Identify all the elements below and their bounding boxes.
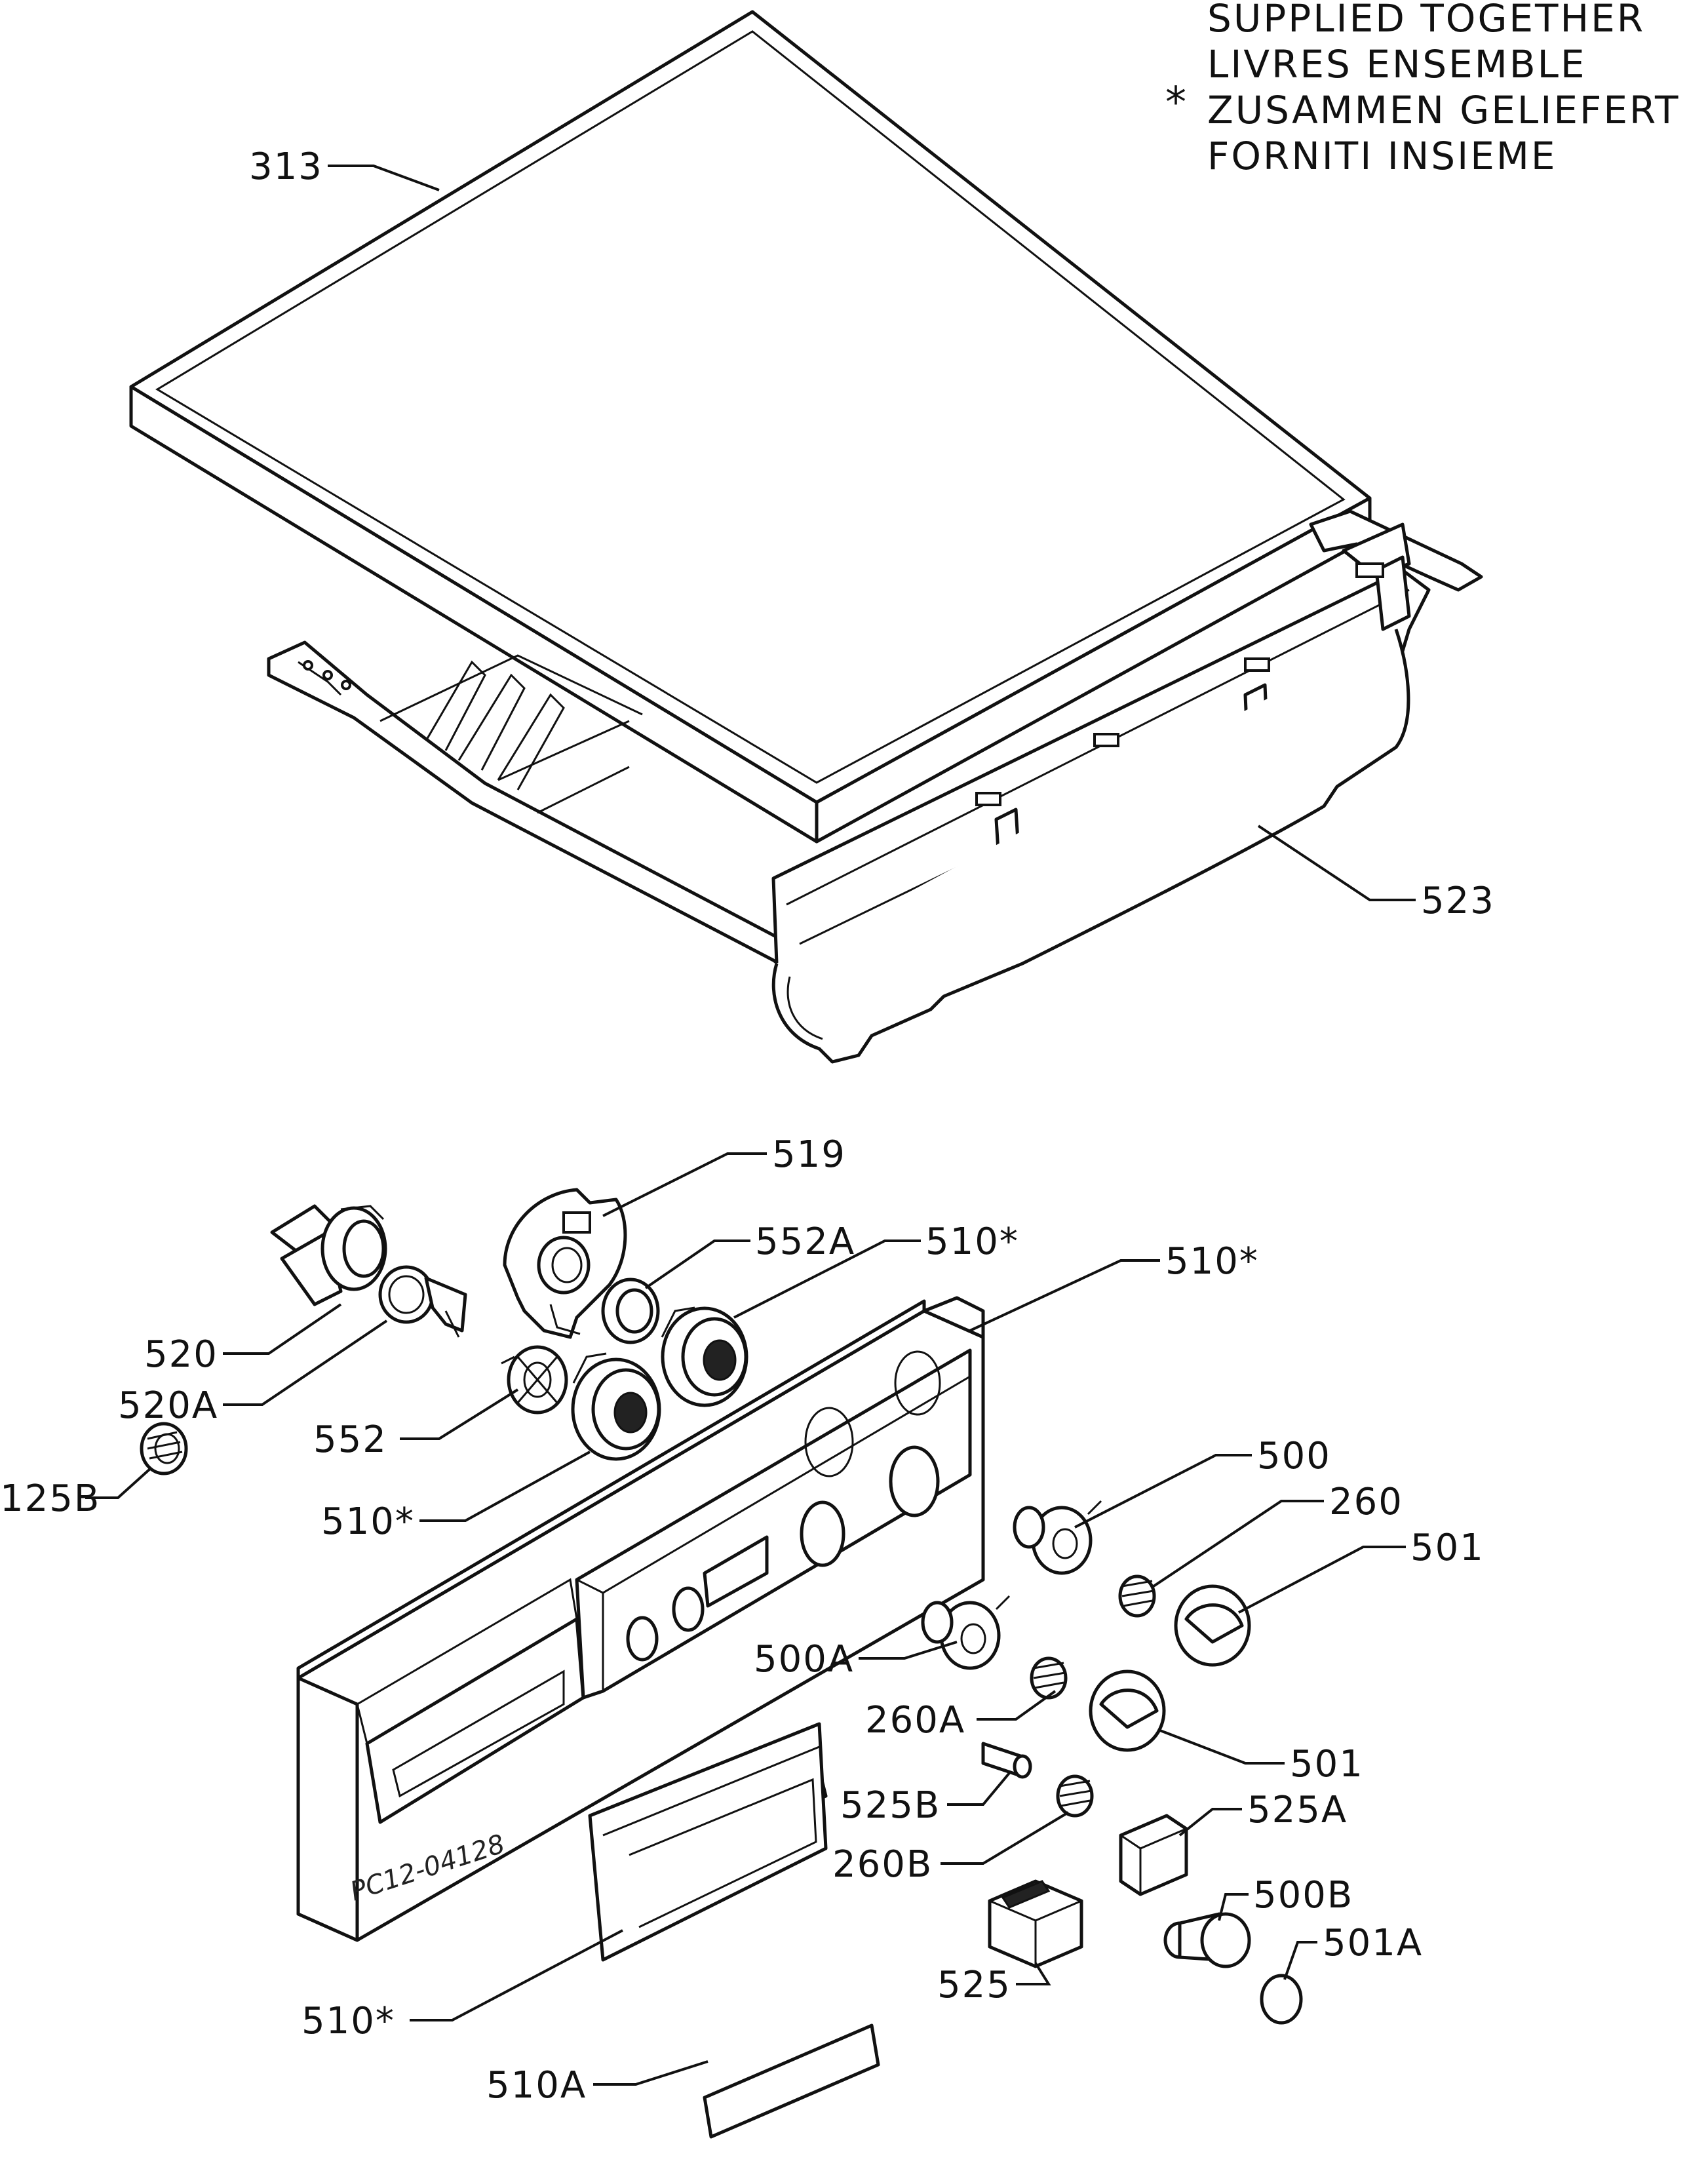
note-line-fr: LIVRES ENSEMBLE <box>1207 42 1587 87</box>
part-501A-cap <box>1260 1974 1303 2025</box>
supplied-together-note: SUPPLIED TOGETHER LIVRES ENSEMBLE ZUSAMM… <box>1165 0 1680 178</box>
callout-525A: 525A <box>1247 1789 1348 1831</box>
note-line-de: ZUSAMMEN GELIEFERT <box>1207 88 1680 132</box>
callout-520: 520 <box>144 1333 218 1376</box>
callout-510-knob-bottom: 510* <box>321 1500 415 1543</box>
part-552A-ring <box>601 1278 660 1344</box>
part-525B-pin <box>981 1742 1032 1779</box>
callout-260A: 260A <box>865 1699 965 1742</box>
callout-552A: 552A <box>755 1220 855 1263</box>
part-501-knob-upper <box>1174 1584 1251 1667</box>
note-asterisk: * <box>1165 79 1188 127</box>
part-510-knob-upper <box>661 1306 748 1407</box>
part-313-worktop <box>129 10 1372 844</box>
part-525-switch <box>988 1879 1083 1968</box>
callout-510A: 510A <box>486 2064 587 2107</box>
part-520A-pinion <box>378 1265 467 1338</box>
part-500B-plunger <box>1163 1912 1251 1968</box>
leader-lines <box>85 165 1416 2086</box>
callout-510-drawer: 510* <box>301 2000 395 2042</box>
callout-260B: 260B <box>832 1843 933 1886</box>
callout-501-bottom: 501 <box>1290 1743 1364 1786</box>
callout-510-knob-top: 510* <box>925 1220 1019 1263</box>
part-510-drawer-front <box>588 1722 828 1962</box>
part-510A-label <box>703 2023 880 2139</box>
callout-labels: 313 523 519 552A 510* 510* 520 520A 552 … <box>0 146 1495 2107</box>
part-125B-bush <box>140 1422 188 1475</box>
part-260-spring <box>1118 1574 1156 1618</box>
callout-523: 523 <box>1421 880 1495 922</box>
part-260A-spring <box>1030 1656 1068 1700</box>
callout-519: 519 <box>772 1133 846 1176</box>
callout-552: 552 <box>313 1418 387 1461</box>
part-501-knob-lower <box>1089 1669 1166 1752</box>
callout-525: 525 <box>937 1964 1011 2006</box>
callout-125B: 125B <box>0 1477 100 1520</box>
callout-500B: 500B <box>1253 1874 1353 1917</box>
callout-501A: 501A <box>1323 1922 1423 1964</box>
part-523-control-frame <box>267 509 1483 1064</box>
part-525A-button <box>1119 1814 1188 1896</box>
part-510-knob-lower <box>571 1352 661 1461</box>
callout-260: 260 <box>1329 1481 1403 1523</box>
callout-525B: 525B <box>840 1784 941 1827</box>
callout-313: 313 <box>249 146 323 188</box>
part-520-bracket <box>270 1204 387 1306</box>
part-500-selector <box>1013 1500 1102 1575</box>
callout-501-top: 501 <box>1410 1527 1485 1569</box>
callout-520A: 520A <box>118 1384 218 1427</box>
part-519-cam-plate <box>503 1188 627 1339</box>
callout-500A: 500A <box>754 1638 854 1681</box>
callout-510-panel: 510* <box>1165 1240 1259 1283</box>
note-line-en: SUPPLIED TOGETHER <box>1207 0 1645 41</box>
part-510-control-panel: PC12-04128 <box>296 1296 985 1942</box>
callout-500: 500 <box>1257 1435 1331 1477</box>
part-500A-selector <box>921 1595 1011 1670</box>
part-260B-spring <box>1056 1774 1094 1818</box>
note-line-it: FORNITI INSIEME <box>1207 134 1557 178</box>
part-552-selector <box>501 1345 568 1415</box>
